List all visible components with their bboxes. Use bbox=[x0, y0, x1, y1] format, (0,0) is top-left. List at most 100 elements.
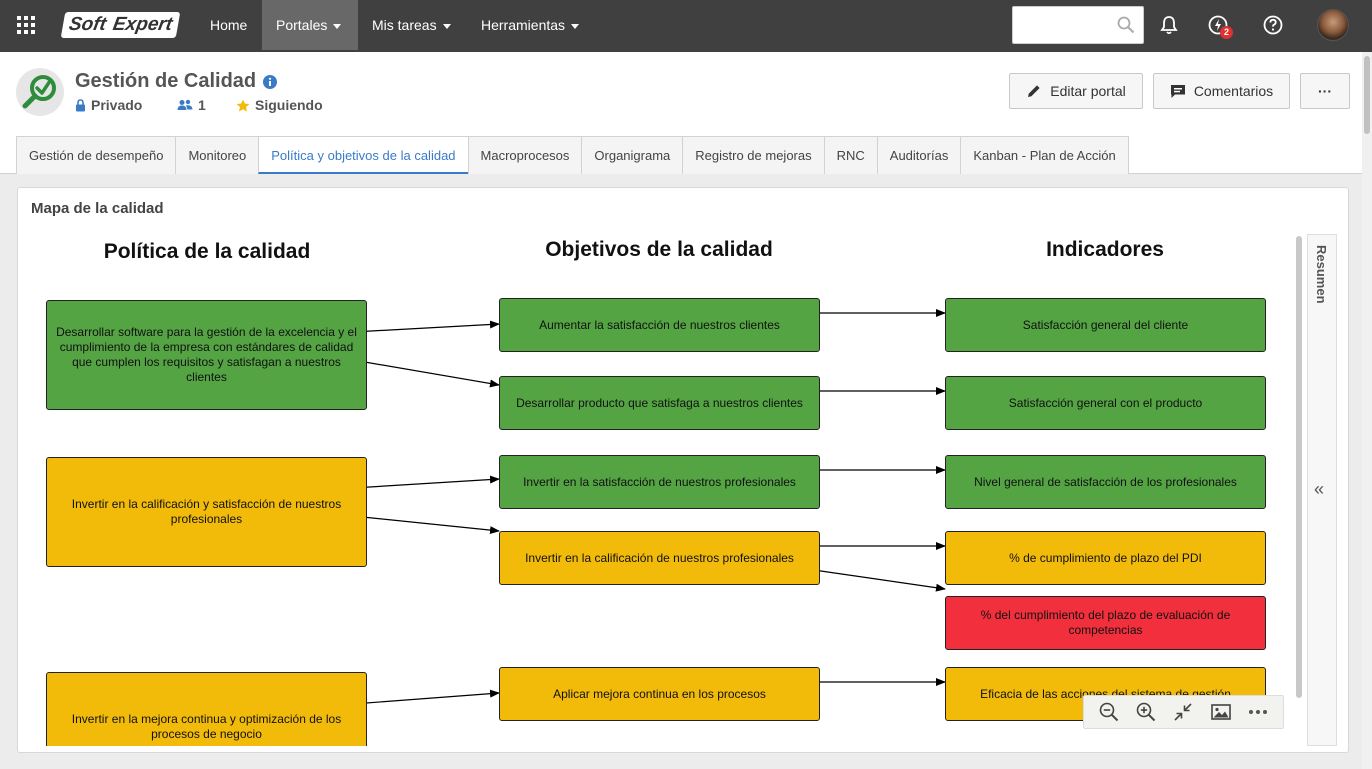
indicator-node[interactable]: % del cumplimiento del plazo de evaluaci… bbox=[945, 596, 1266, 650]
softexpert-logo[interactable]: Soft Expert bbox=[60, 11, 181, 39]
objective-node[interactable]: Invertir en la satisfacción de nuestros … bbox=[499, 455, 820, 509]
chevron-down-icon bbox=[442, 23, 451, 29]
nav-home[interactable]: Home bbox=[196, 0, 261, 50]
tab-label: Registro de mejoras bbox=[695, 148, 812, 163]
connector-p2-o4 bbox=[352, 515, 500, 535]
more-options-label: ··· bbox=[1318, 83, 1332, 99]
info-icon[interactable] bbox=[263, 75, 277, 89]
connector-p1-o2 bbox=[352, 359, 500, 388]
more-options-button[interactable]: ··· bbox=[1300, 73, 1350, 109]
column-title-indicators: Indicadores bbox=[1046, 238, 1164, 261]
indicator-node-text: % del cumplimiento del plazo de evaluaci… bbox=[980, 608, 1231, 637]
top-navigation-bar: Soft Expert Home Portales Mis tareas Her… bbox=[0, 0, 1372, 52]
objective-node[interactable]: Aumentar la satisfacción de nuestros cli… bbox=[499, 298, 820, 352]
connector-p3-o5 bbox=[352, 689, 500, 705]
quality-map-diagram: Política de la calidad Objetivos de la c… bbox=[31, 234, 1293, 746]
objective-node[interactable]: Desarrollar producto que satisfaga a nue… bbox=[499, 376, 820, 430]
tab-rnc[interactable]: RNC bbox=[823, 136, 878, 174]
portal-privacy: Privado bbox=[75, 97, 142, 113]
panel-title: Mapa de la calidad bbox=[31, 200, 164, 217]
zoom-in-icon bbox=[1136, 702, 1156, 722]
apps-grid-icon[interactable] bbox=[17, 16, 35, 34]
edit-portal-button[interactable]: Editar portal bbox=[1009, 73, 1143, 109]
portal-privacy-label: Privado bbox=[91, 97, 143, 113]
magnifier-check-icon bbox=[22, 75, 56, 109]
diagram-scrollbar[interactable] bbox=[1295, 236, 1303, 698]
nav-portales[interactable]: Portales bbox=[262, 0, 358, 50]
tab-politica-objetivos[interactable]: Política y objetivos de la calidad bbox=[258, 136, 469, 174]
nav-mis-tareas[interactable]: Mis tareas bbox=[358, 0, 465, 50]
export-image-button[interactable] bbox=[1210, 701, 1232, 723]
search-input[interactable] bbox=[1019, 7, 1119, 43]
more-tools-button[interactable] bbox=[1247, 701, 1269, 723]
tab-auditorias[interactable]: Auditorías bbox=[876, 136, 962, 174]
tab-registro-mejoras[interactable]: Registro de mejoras bbox=[682, 136, 825, 174]
star-icon bbox=[236, 99, 250, 111]
edit-portal-label: Editar portal bbox=[1050, 83, 1126, 99]
pencil-icon bbox=[1028, 85, 1040, 97]
zoom-out-icon bbox=[1099, 702, 1118, 722]
quality-map-panel: Mapa de la calidad Política de la calida… bbox=[17, 187, 1349, 753]
search-icon[interactable] bbox=[1117, 16, 1135, 34]
policy-node[interactable]: Desarrollar software para la gestión de … bbox=[46, 300, 367, 410]
tab-label: Kanban - Plan de Acción bbox=[973, 148, 1116, 163]
help-icon[interactable] bbox=[1262, 14, 1284, 36]
policy-node[interactable]: Invertir en la calificación y satisfacci… bbox=[46, 457, 367, 567]
zoom-out-button[interactable] bbox=[1098, 701, 1120, 723]
portal-members-count: 1 bbox=[198, 97, 206, 113]
objective-node-text: Desarrollar producto que satisfaga a nue… bbox=[516, 395, 803, 410]
connector-arrows bbox=[352, 309, 946, 705]
column-title-policy: Política de la calidad bbox=[103, 240, 311, 263]
user-avatar[interactable] bbox=[1317, 9, 1349, 41]
bell-icon[interactable] bbox=[1158, 14, 1180, 36]
tab-macroprocesos[interactable]: Macroprocesos bbox=[467, 136, 583, 174]
connector-p2-o3 bbox=[352, 475, 500, 489]
workflow-activity-icon[interactable] bbox=[1207, 14, 1229, 36]
diagram-toolbar bbox=[1083, 695, 1284, 729]
summary-label: Resumen bbox=[1314, 245, 1329, 304]
objective-node-text: Aumentar la satisfacción de nuestros cli… bbox=[539, 317, 780, 332]
indicator-node-text: Satisfacción general con el producto bbox=[1008, 395, 1203, 410]
policy-node[interactable]: Invertir en la mejora continua y optimiz… bbox=[46, 672, 367, 746]
policy-node-text: Desarrollar software para la gestión de … bbox=[56, 325, 357, 384]
connector-p1-o1 bbox=[352, 320, 500, 333]
portal-title: Gestión de Calidad bbox=[75, 70, 257, 92]
portal-members[interactable]: 1 bbox=[177, 97, 206, 113]
objective-node[interactable]: Aplicar mejora continua en los procesos bbox=[499, 667, 820, 721]
nav-herramientas[interactable]: Herramientas bbox=[467, 0, 593, 50]
indicator-node-text: Nivel general de satisfacción de los pro… bbox=[974, 474, 1237, 489]
chevron-down-icon bbox=[571, 23, 580, 29]
logo-text-expert: Expert bbox=[108, 12, 181, 38]
tab-label: Macroprocesos bbox=[480, 148, 570, 163]
page-scrollbar[interactable] bbox=[1362, 52, 1372, 769]
zoom-in-button[interactable] bbox=[1135, 701, 1157, 723]
connector-o4-i5 bbox=[806, 568, 946, 592]
column-title-objectives: Objetivos de la calidad bbox=[545, 238, 773, 261]
comments-label: Comentarios bbox=[1193, 83, 1274, 99]
diagram-scrollbar-thumb[interactable] bbox=[1296, 236, 1302, 698]
tab-label: RNC bbox=[836, 148, 865, 163]
notification-badge: 2 bbox=[1220, 26, 1233, 39]
objective-node-text: Aplicar mejora continua en los procesos bbox=[553, 686, 766, 701]
users-icon bbox=[177, 99, 193, 110]
indicator-node[interactable]: % de cumplimiento de plazo del PDI bbox=[945, 531, 1266, 585]
comments-button[interactable]: Comentarios bbox=[1153, 73, 1290, 109]
tab-gestion-desempeno[interactable]: Gestión de desempeño bbox=[16, 136, 177, 174]
indicator-node[interactable]: Nivel general de satisfacción de los pro… bbox=[945, 455, 1266, 509]
nav-home-label: Home bbox=[210, 17, 248, 33]
tab-kanban-plan-accion[interactable]: Kanban - Plan de Acción bbox=[960, 136, 1129, 174]
search-box bbox=[1012, 6, 1144, 44]
compress-arrows-icon bbox=[1174, 703, 1193, 721]
portal-quality-icon bbox=[16, 68, 64, 116]
indicator-node[interactable]: Satisfacción general del cliente bbox=[945, 298, 1266, 352]
portal-following[interactable]: Siguiendo bbox=[236, 97, 323, 113]
tab-organigrama[interactable]: Organigrama bbox=[581, 136, 684, 174]
page-scrollbar-thumb[interactable] bbox=[1364, 56, 1370, 134]
indicator-node-text: % de cumplimiento de plazo del PDI bbox=[1009, 550, 1202, 565]
indicator-node[interactable]: Satisfacción general con el producto bbox=[945, 376, 1266, 430]
collapse-icon[interactable]: « bbox=[1314, 479, 1325, 499]
fit-to-screen-button[interactable] bbox=[1172, 701, 1194, 723]
objective-node[interactable]: Invertir en la calificación de nuestros … bbox=[499, 531, 820, 585]
summary-side-panel[interactable]: Resumen « bbox=[1307, 234, 1337, 746]
tab-monitoreo[interactable]: Monitoreo bbox=[175, 136, 260, 174]
